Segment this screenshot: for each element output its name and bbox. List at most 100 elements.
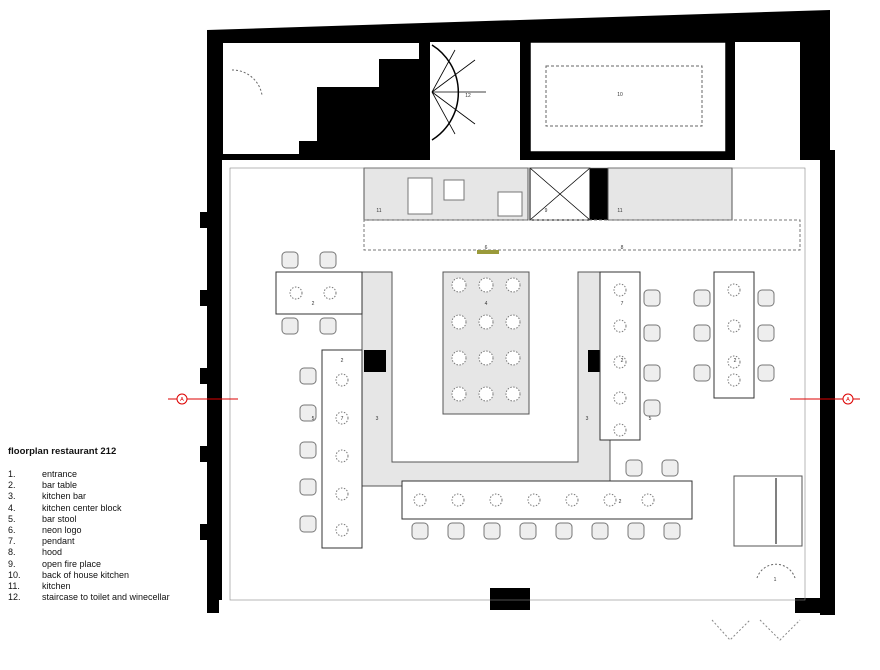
legend-item: 2.bar table	[8, 480, 198, 491]
south-wall-east	[795, 598, 835, 613]
bar-stool	[643, 324, 661, 342]
legend-item-label: kitchen	[42, 581, 71, 592]
bar-stool	[693, 324, 711, 342]
kitchen-appliance	[443, 179, 465, 201]
tag-hood: 8	[621, 245, 624, 251]
legend-item-label: neon logo	[42, 525, 82, 536]
pendant-light	[451, 493, 465, 507]
legend-item-number: 9.	[8, 558, 16, 569]
tag-kitchen: 11	[617, 208, 622, 214]
bar-column	[364, 350, 386, 372]
tag-staircase: 12	[465, 93, 471, 99]
pendant-light	[603, 493, 617, 507]
legend-item-number: 11.	[8, 581, 20, 592]
bar-stool	[693, 364, 711, 382]
section-marker-west	[176, 393, 188, 405]
bar-stool	[693, 289, 711, 307]
pendant-light	[489, 493, 503, 507]
bar-stool	[411, 522, 429, 540]
north-west-wall	[207, 10, 830, 600]
east-wall	[820, 150, 835, 615]
tag-kitchen-bar: 3	[376, 416, 379, 422]
pendant-light	[565, 493, 579, 507]
legend-item: 4. kitchen center block	[8, 503, 198, 514]
stair-tread	[431, 91, 476, 125]
legend-item: 8.hood	[8, 547, 198, 558]
pendant-light	[727, 319, 741, 333]
pendant-light	[641, 493, 655, 507]
section-label-west: A	[180, 397, 184, 403]
legend-item: 11. kitchen	[8, 581, 198, 592]
pendant-light	[613, 283, 627, 297]
kitchen-appliance	[497, 191, 523, 217]
section-label-east: A	[846, 397, 850, 403]
pendant-light	[451, 350, 467, 366]
bar-stool	[299, 404, 317, 422]
tag-kitchen-bar: 3	[586, 416, 589, 422]
bar-stool	[757, 324, 775, 342]
tag-pendant: 7	[621, 301, 624, 307]
bar-stool	[661, 459, 679, 477]
legend-item-label: back of house kitchen	[42, 569, 130, 580]
legend-item-label: kitchen bar	[42, 491, 87, 502]
tag-entrance: 1	[774, 577, 777, 583]
pendant-light	[613, 391, 627, 405]
legend-item-label: open fire place	[42, 558, 102, 569]
bar-stool	[757, 364, 775, 382]
tag-bar-table: 2	[734, 358, 737, 364]
plan-number-tags: 1 2 2 2 2 2 3 3 4 5 5 6 7 7 8 9 10 11 11…	[312, 92, 777, 583]
core-wall	[328, 70, 425, 150]
tag-neon-logo: 6	[485, 245, 488, 251]
exterior-walls	[200, 10, 835, 615]
legend-item-number: 3.	[8, 491, 16, 502]
section-marker-east	[842, 393, 854, 405]
back-of-house-kitchen	[529, 41, 727, 153]
dining-area	[229, 167, 806, 641]
bar-stool	[757, 289, 775, 307]
legend-item-number: 8.	[8, 547, 16, 558]
legend-item-label: pendant	[42, 536, 75, 547]
tag-center-block: 4	[485, 301, 488, 307]
legend-title: floorplan restaurant 212	[8, 446, 117, 457]
tag-kitchen: 11	[376, 208, 381, 214]
pendant-light	[289, 286, 303, 300]
tag-bar-table: 2	[341, 358, 344, 364]
tag-bar-table: 2	[312, 301, 315, 307]
pendant-light	[451, 386, 467, 402]
bar-stool	[281, 317, 299, 335]
neon-logo	[477, 250, 499, 254]
north-rooms	[221, 41, 727, 156]
window-pier	[200, 212, 210, 228]
pendant-light	[505, 277, 521, 293]
pendant-light	[727, 283, 741, 297]
kitchen-counter-east	[607, 167, 733, 221]
legend-item-label: kitchen center block	[42, 502, 122, 513]
legend-item-number: 4.	[8, 502, 16, 513]
bar-stool	[627, 522, 645, 540]
window-pier	[200, 290, 210, 306]
legend-item: 6. neon logo	[8, 525, 198, 536]
section-line: A A	[168, 393, 860, 405]
legend-item: 9. open fire place	[8, 559, 198, 570]
stair-flight	[733, 475, 803, 547]
tag-bar-table: 2	[619, 499, 622, 505]
pendant-light	[335, 487, 349, 501]
bar-stool	[643, 399, 661, 417]
legend-item-number: 12.	[8, 592, 21, 603]
bar-stool	[555, 522, 573, 540]
tag-bar-table: 2	[621, 358, 624, 364]
pendant-light	[505, 350, 521, 366]
stair-tread	[431, 49, 456, 93]
legend-item-number: 6.	[8, 525, 16, 536]
bar-stool	[625, 459, 643, 477]
pendant-light	[613, 319, 627, 333]
pendant-light	[478, 277, 494, 293]
bar-stool	[643, 289, 661, 307]
south-wall-west	[207, 598, 219, 613]
entrance-door-swing	[231, 69, 263, 96]
pendant-light	[413, 493, 427, 507]
legend-item: 1.entrance	[8, 469, 198, 480]
pendant-light	[613, 355, 627, 369]
pendant-light	[478, 314, 494, 330]
